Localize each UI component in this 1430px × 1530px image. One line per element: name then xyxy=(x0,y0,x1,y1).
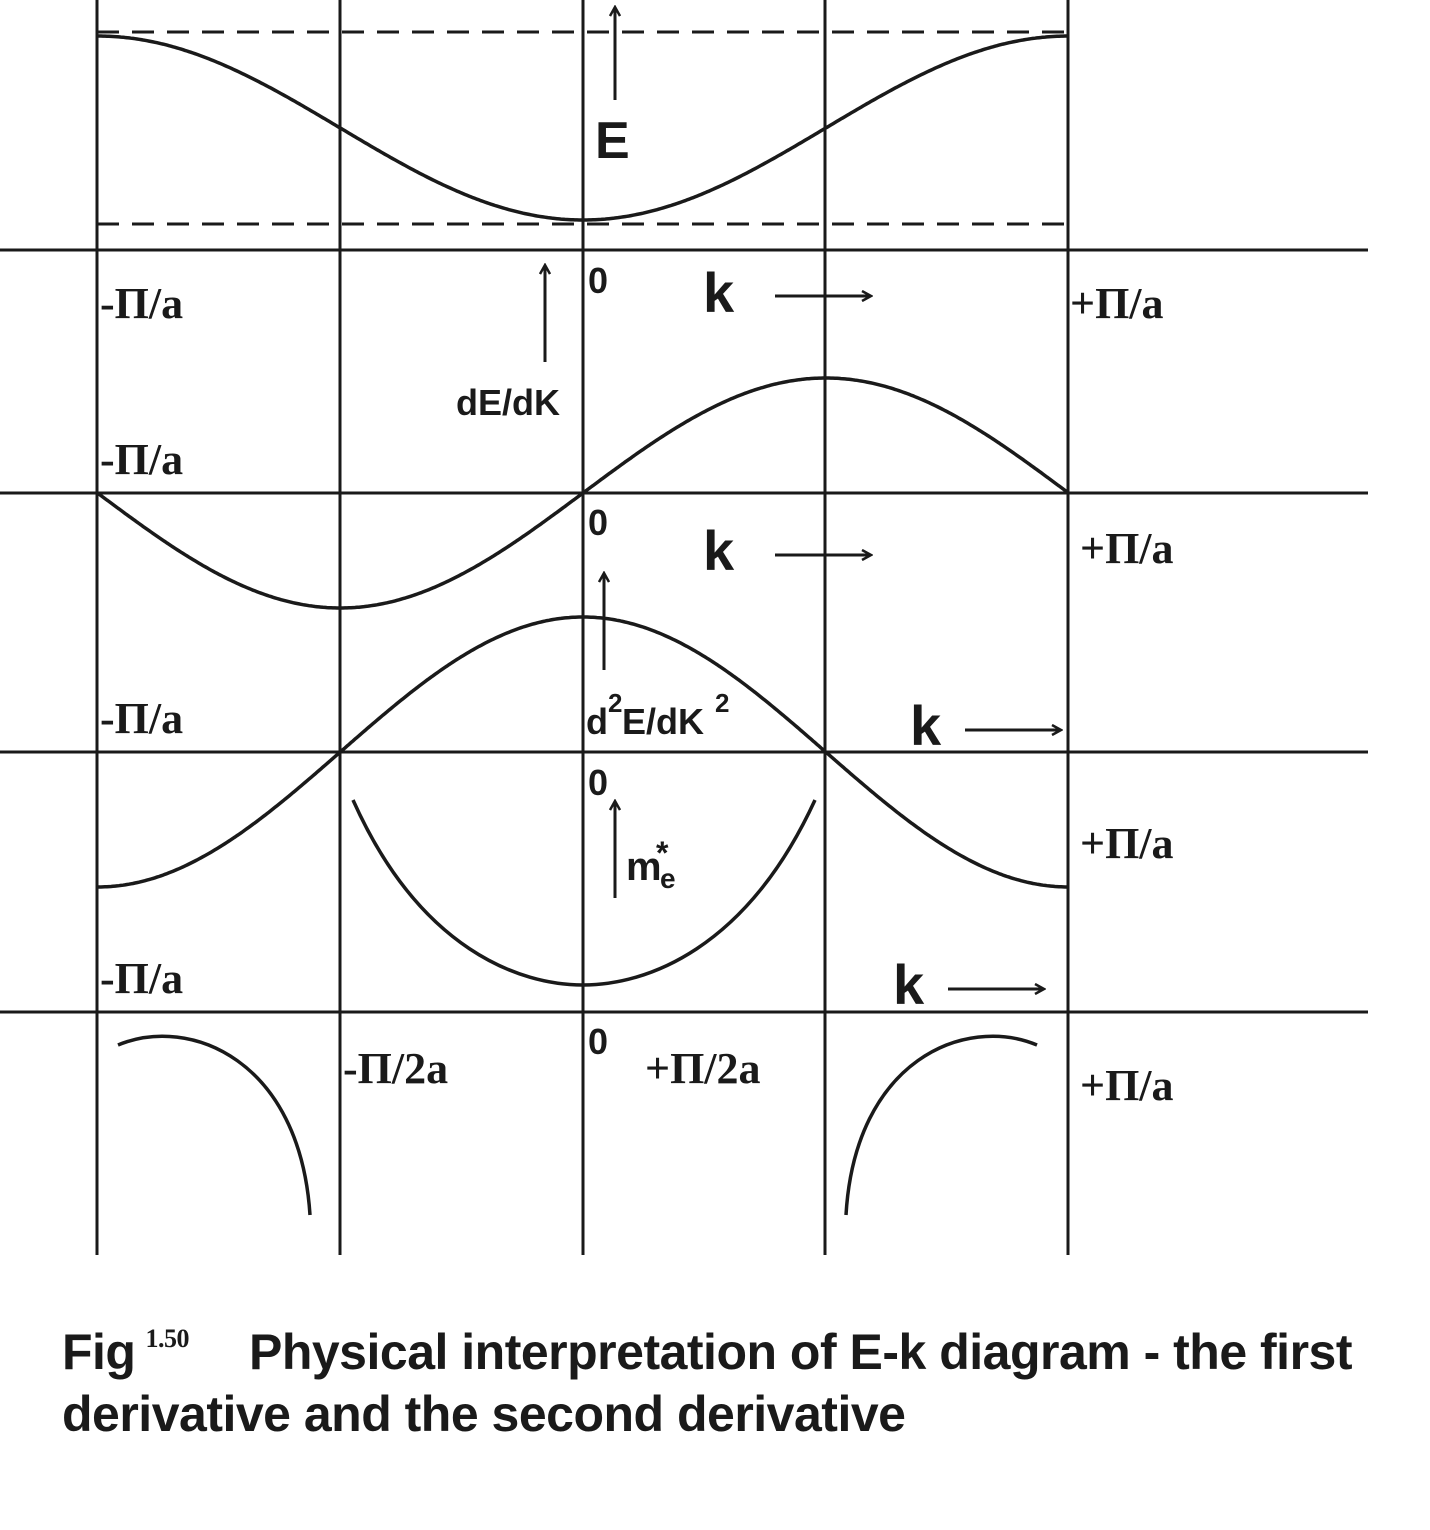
caption-fig: Fig xyxy=(62,1324,136,1380)
first-derivative-curve xyxy=(95,376,1069,610)
k-label-4: k xyxy=(893,953,925,1016)
curves xyxy=(95,34,1069,1216)
k-label-2: k xyxy=(703,519,735,582)
k-labels: k k k k xyxy=(703,261,942,1016)
origin-labels: 0 0 0 0 xyxy=(588,260,608,1062)
second-derivative-curve xyxy=(97,615,1067,889)
plus-pi-a-label-3: +Π/a xyxy=(1080,819,1174,868)
caption-number: 1.50 xyxy=(145,1324,189,1353)
second-derivative-label: d 2 E/dK 2 xyxy=(586,688,729,742)
minus-pi-a-label-4: -Π/a xyxy=(100,954,183,1003)
plus-pi-a-label-2: +Π/a xyxy=(1080,524,1174,573)
m-star-text: * xyxy=(656,835,669,871)
vertical-grid xyxy=(95,0,1070,1255)
d2-d-text: d xyxy=(586,701,608,742)
k-label-1: k xyxy=(703,261,735,324)
arrows xyxy=(545,8,1060,989)
effective-mass-center-curve xyxy=(351,799,817,987)
zero-label-1: 0 xyxy=(588,260,608,301)
effective-mass-left-curve xyxy=(117,1034,312,1216)
d2-rest-text: E/dK xyxy=(622,701,704,742)
effective-mass-label: m * e xyxy=(626,835,676,894)
k-label-3: k xyxy=(910,694,942,757)
minus-pi-a-label-3: -Π/a xyxy=(100,694,183,743)
energy-curve xyxy=(97,34,1067,222)
first-derivative-label: dE/dK xyxy=(456,382,560,423)
m-text: m xyxy=(626,845,662,889)
minus-pi-a-label-2: -Π/a xyxy=(100,435,183,484)
m-sub-text: e xyxy=(660,863,676,894)
zero-label-3: 0 xyxy=(588,762,608,803)
pi-labels: -Π/a +Π/a -Π/a +Π/a -Π/a +Π/a -Π/a -Π/2a… xyxy=(100,279,1174,1110)
caption-text: Physical interpretation of E-k diagram -… xyxy=(62,1324,1353,1442)
d2-sup-text: 2 xyxy=(608,688,622,718)
zero-label-2: 0 xyxy=(588,502,608,543)
plus-pi-2a-label: +Π/2a xyxy=(645,1044,761,1093)
plus-pi-a-label-1: +Π/a xyxy=(1070,279,1164,328)
minus-pi-2a-label: -Π/2a xyxy=(343,1044,448,1093)
band-limits xyxy=(97,30,1068,226)
zero-label-4: 0 xyxy=(588,1021,608,1062)
d2-sup2-text: 2 xyxy=(715,688,729,718)
e-k-diagram: E dE/dK d 2 E/dK 2 m * e 0 0 0 0 k k k k… xyxy=(0,0,1368,1255)
effective-mass-right-curve xyxy=(844,1034,1038,1216)
energy-label: E xyxy=(595,112,630,170)
minus-pi-a-label-1: -Π/a xyxy=(100,279,183,328)
plus-pi-a-label-4: +Π/a xyxy=(1080,1061,1174,1110)
horizontal-axes xyxy=(0,248,1368,1014)
